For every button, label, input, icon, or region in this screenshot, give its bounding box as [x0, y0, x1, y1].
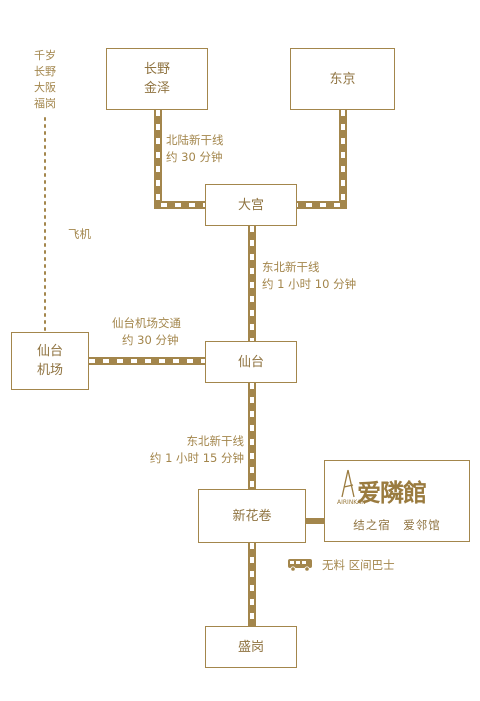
route-hokuriku-time: 约 30 分钟 — [166, 150, 223, 164]
route-airport-time: 约 30 分钟 — [122, 333, 179, 347]
route-tohoku-1-label: 东北新干线 约 1 小时 10 分钟 — [262, 259, 356, 293]
route-tohoku-2-time: 约 1 小时 15 分钟 — [149, 451, 244, 465]
route-tohoku-1-line: 东北新干线 — [262, 260, 320, 274]
bus-label: 无料 区间巴士 — [322, 558, 395, 572]
origin-nagano: 长野 — [34, 65, 56, 78]
route-tohoku-1-time: 约 1 小时 10 分钟 — [262, 277, 357, 291]
station-sendai-airport: 仙台 机场 — [11, 332, 89, 390]
origin-osaka: 大阪 — [34, 81, 56, 94]
ryokan-logo-text: 爱隣館 — [357, 478, 427, 507]
origin-chitose: 千岁 — [34, 49, 56, 62]
ryokan-subtitle: 结之宿 爱邻馆 — [353, 518, 441, 532]
station-omiya: 大宫 — [205, 184, 297, 226]
route-airport-label: 仙台机场交通 约 30 分钟 — [112, 315, 181, 349]
station-sendai: 仙台 — [205, 341, 297, 383]
ryokan-logo-small: AIRINKAN — [337, 499, 366, 506]
bus-icon — [288, 559, 312, 572]
ryokan-logo-icon — [341, 469, 355, 498]
ryokan-airinkan: 爱隣館 AIRINKAN 结之宿 爱邻馆 — [324, 460, 470, 542]
station-airport-label-2: 机场 — [36, 363, 63, 378]
station-kanazawa-label: 金泽 — [143, 81, 170, 96]
origin-list: 千岁 长野 大阪 福岗 — [28, 48, 62, 112]
route-tohoku-2-label: 东北新干线 约 1 小时 15 分钟 — [146, 433, 244, 467]
origin-fukuoka: 福岗 — [34, 97, 56, 110]
plane-label: 飞机 — [68, 227, 91, 241]
station-tokyo: 东京 — [290, 48, 395, 110]
station-morioka-label: 盛岗 — [237, 639, 264, 655]
station-sendai-label: 仙台 — [237, 354, 264, 370]
station-omiya-label: 大宫 — [237, 197, 264, 213]
station-nagano-label: 长野 — [143, 62, 170, 77]
rail-tokyo-omiya — [297, 110, 347, 209]
station-tokyo-label: 东京 — [329, 71, 356, 87]
station-shin-hanamaki: 新花卷 — [198, 489, 306, 543]
station-nagano-kanazawa: 长野 金泽 — [106, 48, 208, 110]
route-tohoku-2-line: 东北新干线 — [186, 434, 245, 448]
rail-nagano-omiya — [154, 110, 205, 209]
route-airport-line: 仙台机场交通 — [112, 316, 181, 330]
station-morioka: 盛岗 — [205, 626, 297, 668]
station-airport-label-1: 仙台 — [36, 344, 63, 359]
route-hokuriku-line: 北陆新干线 — [166, 133, 224, 147]
route-hokuriku-label: 北陆新干线 约 30 分钟 — [166, 132, 224, 166]
station-hanamaki-label: 新花卷 — [232, 508, 272, 524]
